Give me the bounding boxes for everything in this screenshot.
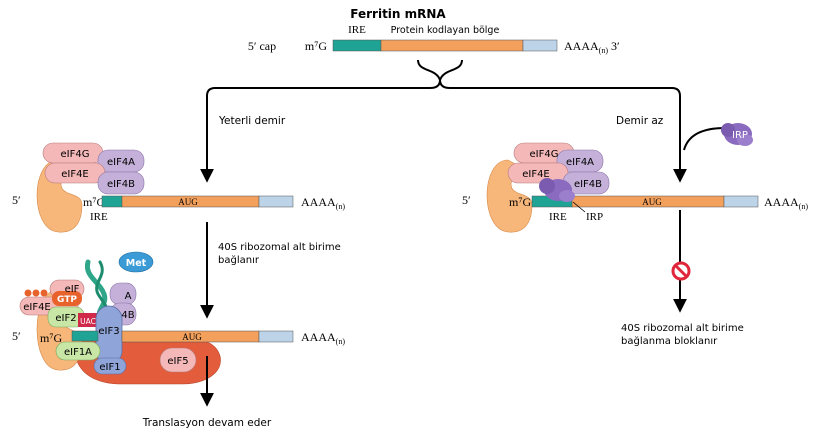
condition-low-iron: Demir az <box>616 115 664 127</box>
blocked-line2: bağlanma bloklanır <box>621 335 718 347</box>
right-eif4g-label: eIF4G <box>530 149 559 160</box>
right-aug-label: AUG <box>642 197 662 207</box>
init-eif1-label: eIF1 <box>99 362 120 373</box>
init-uac-label: UAC <box>80 317 96 326</box>
right-tail-segment <box>723 195 759 208</box>
left-ire-label: IRE <box>90 211 108 223</box>
left-eif4b-label: eIF4B <box>107 179 135 190</box>
init-aug-label: AUG <box>182 332 202 342</box>
top-m7g-label: m⁷G <box>305 39 328 53</box>
irp-free-icon <box>721 123 753 146</box>
right-ire-label: IRE <box>549 211 567 223</box>
init-eif2-label: eIF2 <box>55 313 76 324</box>
init-m7g: m⁷G <box>40 331 63 345</box>
initiation-complex <box>19 251 221 385</box>
condition-high-iron: Yeterli demir <box>218 115 286 127</box>
init-eif4e-label: eIF4E <box>23 302 51 313</box>
init-b-partial-label: 4B <box>121 310 134 321</box>
init-eif1-shape <box>93 357 127 375</box>
init-eif5-label: eIF5 <box>167 356 188 367</box>
init-uac-shape <box>78 313 98 327</box>
block-icon <box>671 261 691 281</box>
irp-pointer <box>572 201 586 213</box>
init-phosphate-3 <box>40 289 48 297</box>
top-3prime-label: 3′ <box>611 39 620 53</box>
step-binding-line1: 40S ribozomal alt birime <box>218 242 341 253</box>
init-eif-partial-label: eIF <box>65 284 80 295</box>
init-eif4a-partial-shape <box>109 282 137 306</box>
left-complex: eIF4G eIF4A eIF4E eIF4B <box>36 142 145 233</box>
init-5prime: 5′ <box>12 329 21 343</box>
right-eif4a-label: eIF4A <box>566 157 594 168</box>
blocked-line1: 40S ribozomal alt birime <box>621 323 744 334</box>
init-phosphate-2 <box>32 289 40 297</box>
left-m7g: m⁷G <box>83 195 106 209</box>
right-5prime: 5′ <box>462 193 471 207</box>
right-eif4e-label: eIF4E <box>522 169 550 180</box>
init-eif1a-label: eIF1A <box>64 347 92 358</box>
split-bracket <box>417 59 463 84</box>
right-tail-label: AAAA(n) <box>764 195 808 211</box>
init-phosphate-1 <box>24 289 32 297</box>
left-5prime: 5′ <box>12 193 21 207</box>
left-eif4g-label: eIF4G <box>61 149 90 160</box>
step-binding-line2: bağlanır <box>218 254 260 266</box>
top-coding-segment <box>380 39 524 52</box>
init-met-shape <box>118 251 154 273</box>
irp-free-label: IRP <box>732 130 748 141</box>
top-tail-label: AAAA(n) <box>564 39 608 55</box>
init-met-label: Met <box>126 258 147 269</box>
top-ire-segment <box>332 39 382 52</box>
left-aug-label: AUG <box>178 197 198 207</box>
left-eif4b-shape <box>97 171 145 195</box>
init-eif1a-shape <box>55 341 101 361</box>
right-eif4b-label: eIF4B <box>574 179 602 190</box>
right-m7g: m⁷G <box>509 195 532 209</box>
right-complex <box>486 142 610 233</box>
left-tail-segment <box>258 195 294 208</box>
top-tail-segment <box>522 39 558 52</box>
init-tail-label: AAAA(n) <box>301 330 345 346</box>
right-irp-label: IRP <box>586 211 603 223</box>
left-tail-label: AAAA(n) <box>301 195 345 211</box>
init-tail-segment <box>258 330 294 343</box>
irp-bound-icon <box>539 178 575 202</box>
title: Ferritin mRNA <box>350 7 446 21</box>
result-translation: Translasyon devam eder <box>142 417 272 429</box>
init-eif3-label: eIF3 <box>98 326 119 337</box>
irp-arrow <box>683 127 726 151</box>
arrow-to-left <box>200 79 441 183</box>
init-ire-segment <box>71 330 99 342</box>
top-coding-label: Protein kodlayan bölge <box>391 25 500 36</box>
left-eif4a-label: eIF4A <box>107 157 135 168</box>
init-gtp-label: GTP <box>57 295 77 305</box>
top-cap-label: 5′ cap <box>248 39 276 53</box>
init-eif5-shape <box>159 347 197 373</box>
left-ire-segment <box>101 195 123 208</box>
arrow-to-right <box>439 79 687 183</box>
init-gtp-shape <box>52 291 82 306</box>
left-eif4e-label: eIF4E <box>61 169 89 180</box>
top-ire-label: IRE <box>348 24 366 36</box>
init-a-partial-label: A <box>125 291 132 302</box>
